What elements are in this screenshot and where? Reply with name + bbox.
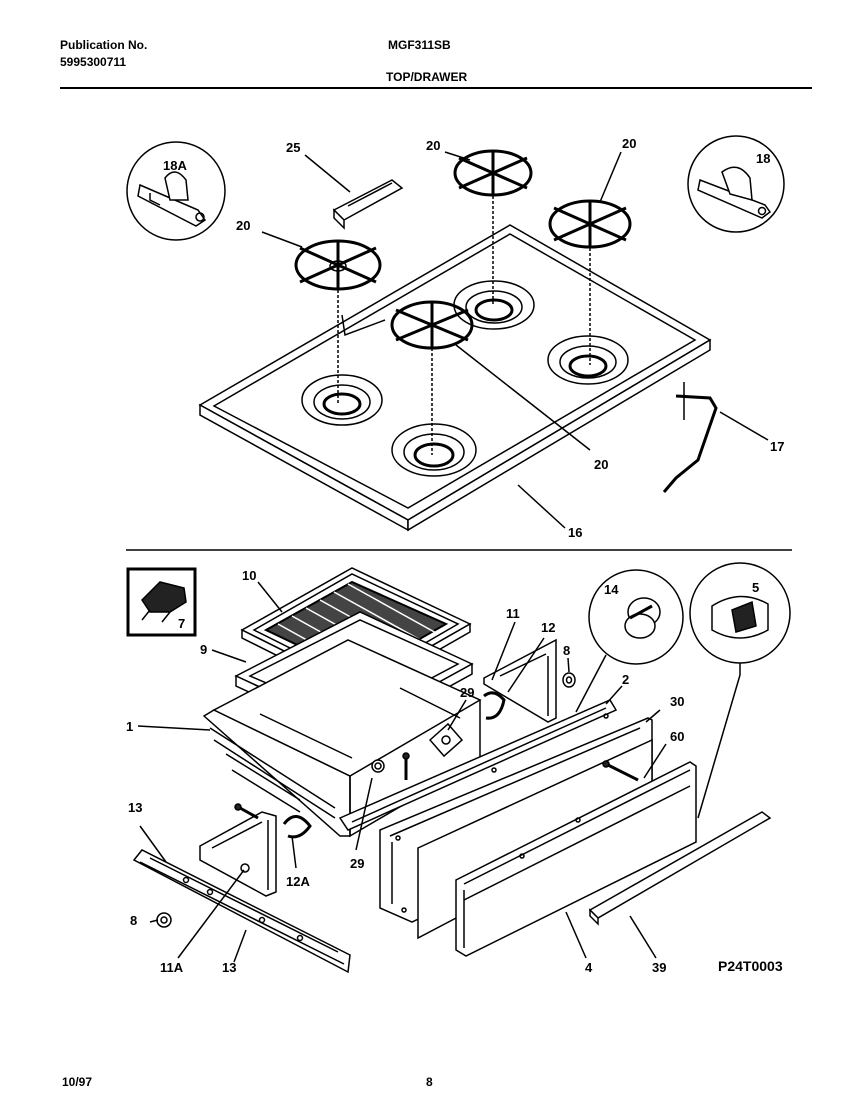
callout-60: 60 bbox=[670, 729, 684, 744]
part-8-nut-lower bbox=[156, 912, 172, 928]
callout-14: 14 bbox=[604, 582, 619, 597]
header-rule bbox=[60, 87, 812, 89]
drawer-front-4 bbox=[455, 761, 697, 957]
model-number: MGF311SB bbox=[388, 38, 451, 52]
callout-17: 17 bbox=[770, 439, 784, 454]
callout-7: 7 bbox=[178, 616, 185, 631]
callout-11a: 11A bbox=[160, 960, 184, 975]
drawer-body-1 bbox=[202, 639, 482, 838]
callout-12: 12 bbox=[541, 620, 555, 635]
callout-13: 13 bbox=[128, 800, 142, 815]
part-11a-bracket bbox=[199, 803, 277, 897]
callout-18a: 18A bbox=[163, 158, 187, 173]
callout-11: 11 bbox=[506, 606, 520, 621]
drawer-handle-39 bbox=[588, 811, 772, 926]
drawer-slide-13 bbox=[132, 849, 351, 974]
callout-25: 25 bbox=[286, 140, 300, 155]
drawer-front-rail-2 bbox=[338, 699, 618, 831]
part-29-screw bbox=[402, 752, 410, 780]
callout-29: 29 bbox=[350, 856, 364, 871]
callout-29: 29 bbox=[460, 685, 474, 700]
part-11-12-bracket bbox=[483, 638, 557, 723]
part-60-screw bbox=[602, 760, 639, 782]
callout-20: 20 bbox=[236, 218, 250, 233]
section-title: TOP/DRAWER bbox=[386, 70, 468, 84]
callout-1: 1 bbox=[126, 719, 133, 734]
callout-4: 4 bbox=[585, 960, 593, 975]
detail-7-inset bbox=[126, 567, 197, 637]
callout-20: 20 bbox=[426, 138, 440, 153]
detail-14-knob-inset bbox=[588, 569, 684, 665]
callout-16: 16 bbox=[568, 525, 582, 540]
page-number: 8 bbox=[426, 1075, 433, 1089]
callout-12a: 12A bbox=[286, 874, 310, 889]
diagram-code: P24T0003 bbox=[718, 958, 783, 974]
bottom-callout-leaders bbox=[137, 581, 667, 963]
callout-20: 20 bbox=[622, 136, 636, 151]
publication-number: 5995300711 bbox=[60, 55, 127, 69]
callout-10: 10 bbox=[242, 568, 256, 583]
callout-20: 20 bbox=[594, 457, 608, 472]
cooktop-16 bbox=[198, 224, 712, 532]
assembly-guide-lines bbox=[337, 196, 591, 455]
top-callout-leaders bbox=[261, 151, 769, 529]
detail-18-inset bbox=[687, 135, 785, 233]
callout-9: 9 bbox=[200, 642, 207, 657]
callout-13: 13 bbox=[222, 960, 236, 975]
callout-39: 39 bbox=[652, 960, 666, 975]
part-17-support-wire bbox=[662, 382, 718, 493]
callout-8: 8 bbox=[130, 913, 137, 928]
part-12a-clip bbox=[282, 815, 312, 839]
burner-grates-20 bbox=[294, 149, 632, 350]
detail-18a-inset bbox=[126, 141, 226, 241]
part-29-clip bbox=[428, 722, 464, 758]
callout-18: 18 bbox=[756, 151, 770, 166]
footer-date: 10/97 bbox=[62, 1075, 93, 1089]
callout-5: 5 bbox=[752, 580, 759, 595]
publication-label: Publication No. bbox=[60, 38, 148, 52]
part-8-nut-upper bbox=[562, 672, 576, 688]
callout-2: 2 bbox=[622, 672, 629, 687]
callout-8: 8 bbox=[563, 643, 570, 658]
callout-30: 30 bbox=[670, 694, 684, 709]
detail-5-knob-inset bbox=[689, 562, 791, 819]
part-25-clip bbox=[332, 179, 404, 230]
